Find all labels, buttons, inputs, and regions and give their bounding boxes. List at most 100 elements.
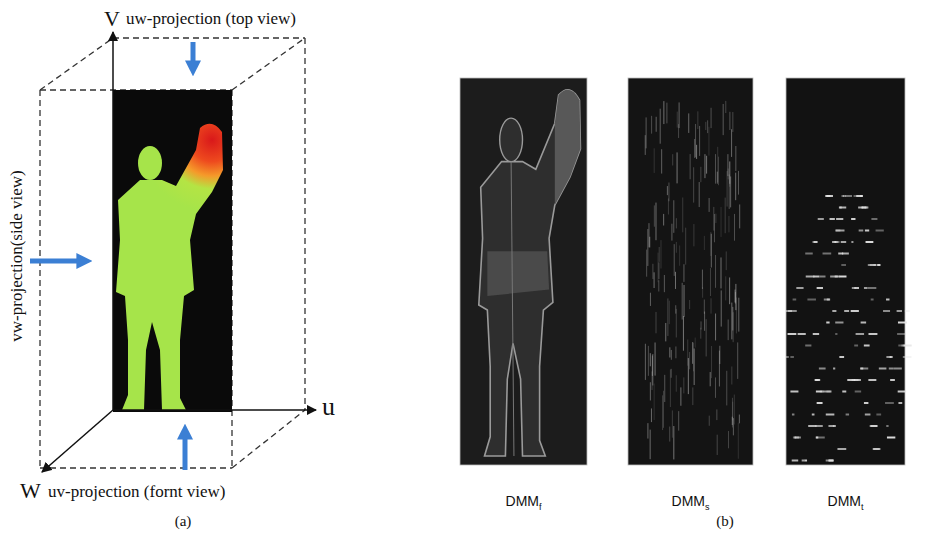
motion-streak <box>734 214 735 241</box>
motion-streak <box>688 113 689 133</box>
motion-streak <box>650 293 651 306</box>
motion-dot <box>833 368 835 370</box>
motion-dot <box>861 322 867 324</box>
motion-streak <box>659 247 660 262</box>
motion-dot <box>815 379 821 381</box>
motion-dot <box>845 195 852 197</box>
cube-edge <box>232 410 305 468</box>
motion-streak <box>663 101 664 124</box>
motion-streak <box>721 207 722 237</box>
cube-edge <box>113 37 305 38</box>
motion-streak <box>726 371 727 406</box>
motion-dot <box>836 218 843 220</box>
motion-streak <box>677 152 678 183</box>
motion-streak <box>730 176 731 207</box>
motion-dot <box>823 253 832 255</box>
motion-dot <box>883 310 890 312</box>
motion-dot <box>852 287 856 289</box>
motion-streak <box>699 126 700 156</box>
motion-dot <box>812 414 815 416</box>
motion-dot <box>856 333 864 335</box>
motion-streak <box>648 223 649 247</box>
dmm-front-image <box>460 78 587 465</box>
motion-streak <box>701 321 702 329</box>
motion-dot <box>816 391 823 393</box>
motion-streak <box>738 423 739 459</box>
motion-streak <box>702 287 703 298</box>
figure-label: uw-projection (top view) <box>126 10 296 27</box>
motion-streak <box>656 312 657 333</box>
motion-streak <box>715 314 716 341</box>
motion-dot <box>870 425 878 427</box>
motion-streak <box>667 186 668 195</box>
motion-streak <box>693 224 694 246</box>
projection-cube <box>40 38 305 468</box>
motion-streak <box>732 398 733 428</box>
cube-edge <box>232 38 305 90</box>
motion-streak <box>700 167 701 182</box>
motion-streak <box>646 117 647 148</box>
motion-dot <box>796 287 803 289</box>
motion-dot <box>826 391 830 393</box>
motion-streak <box>654 148 655 173</box>
silhouette-head <box>138 146 162 180</box>
motion-streak <box>710 268 711 296</box>
figure-label: uv-projection (fornt view) <box>48 483 226 500</box>
motion-dot <box>805 253 812 255</box>
motion-dot <box>805 460 807 462</box>
motion-dot <box>885 402 894 404</box>
motion-streak <box>650 353 651 366</box>
motion-streak <box>667 298 668 336</box>
dmm-image-panel: DMMt <box>786 78 905 465</box>
motion-dot <box>858 207 863 209</box>
dmm-image-panel: DMMs <box>628 78 753 465</box>
motion-dot <box>818 218 824 220</box>
motion-streak <box>683 377 684 393</box>
motion-streak <box>675 272 676 289</box>
motion-streak <box>658 262 659 279</box>
motion-streak <box>648 346 649 376</box>
motion-dot <box>817 287 823 289</box>
caption-text: DMM <box>672 493 705 509</box>
motion-dot <box>826 414 835 416</box>
dmm-frame <box>460 78 587 465</box>
motion-streak <box>652 264 653 279</box>
motion-dot <box>898 322 907 324</box>
motion-streak <box>711 346 712 378</box>
motion-streak <box>649 237 650 248</box>
motion-dot <box>794 437 798 439</box>
motion-dot <box>812 241 817 243</box>
caption-subscript: s <box>705 502 710 512</box>
motion-dot <box>835 333 837 335</box>
motion-streak <box>682 283 683 320</box>
motion-dot <box>854 345 858 347</box>
motion-dot <box>823 391 832 393</box>
motion-dot <box>871 299 874 301</box>
motion-streak <box>729 162 730 187</box>
motion-streak <box>731 303 732 340</box>
motion-streak <box>673 200 674 233</box>
front-view-arrow <box>183 430 188 470</box>
motion-streak <box>728 320 729 341</box>
motion-dot <box>864 287 868 289</box>
motion-streak <box>727 171 728 206</box>
motion-streak <box>706 319 707 356</box>
motion-streak <box>646 250 647 277</box>
w-axis <box>42 410 113 472</box>
motion-dot <box>832 310 836 312</box>
motion-streak <box>682 198 683 233</box>
motion-streak <box>650 382 651 400</box>
motion-streak <box>689 352 690 369</box>
motion-streak <box>731 129 732 157</box>
motion-streak <box>737 342 738 378</box>
cube-edge <box>40 38 113 90</box>
motion-dot <box>832 241 836 243</box>
motion-dot <box>835 322 843 324</box>
motion-streak <box>726 251 727 270</box>
motion-dot <box>898 391 906 393</box>
depth-image <box>113 90 232 412</box>
motion-streak <box>647 229 648 266</box>
motion-streak <box>683 264 684 282</box>
caption-subscript: f <box>539 502 542 512</box>
motion-streak <box>711 298 712 313</box>
